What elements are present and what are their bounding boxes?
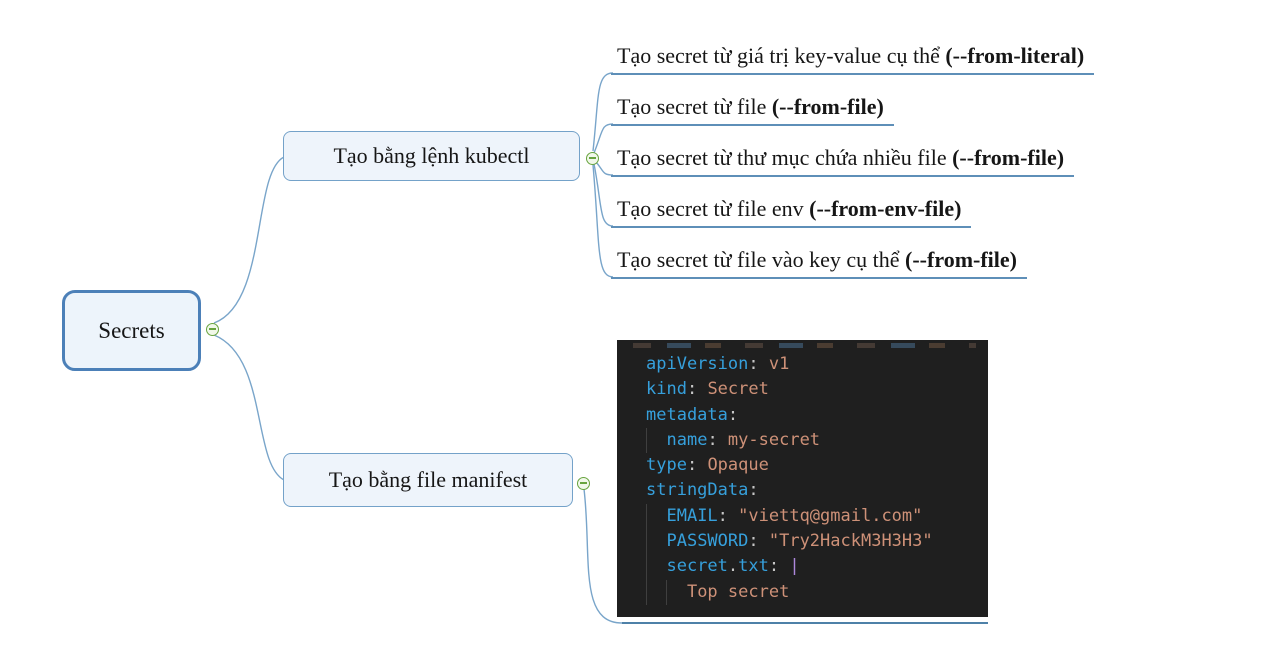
edge-kubectl-to-leaf3 xyxy=(595,161,614,176)
code-token-punc: : xyxy=(748,354,759,374)
code-token-val: v1 xyxy=(758,354,790,374)
minus-glyph xyxy=(208,328,216,330)
code-token-punc: : xyxy=(717,505,728,526)
subtopic-label: Tạo secret từ file vào key cụ thể xyxy=(617,247,906,272)
code-line: EMAIL: "viettq@gmail.com" xyxy=(617,503,988,530)
code-token-val: my-secret xyxy=(717,429,821,450)
minus-glyph xyxy=(588,157,596,159)
edge-kubectl-to-leaf2 xyxy=(593,123,614,154)
subtopic[interactable]: Tạo secret từ file (--from-file) xyxy=(611,92,894,126)
code-token-key: txt xyxy=(738,556,769,577)
code-token-val: Opaque xyxy=(697,455,769,476)
code-line: apiVersion: v1 xyxy=(617,352,988,377)
root-topic[interactable]: Secrets xyxy=(62,290,201,371)
code-token-key: secret xyxy=(666,556,728,577)
edge-root-to-kubectl xyxy=(213,156,285,324)
edge-kubectl-to-leaf1 xyxy=(592,72,614,152)
indent-guide xyxy=(646,427,647,454)
code-line: type: Opaque xyxy=(617,453,988,478)
code-token-plain xyxy=(646,506,666,526)
code-token-punc: : xyxy=(768,556,780,577)
edge-kubectl-to-leaf4 xyxy=(593,163,614,227)
subtopic-flag: (--from-file) xyxy=(952,145,1065,170)
code-token-key: type xyxy=(646,455,687,476)
code-token-plain xyxy=(646,531,666,551)
subtopic-label: Tạo secret từ thư mục chứa nhiều file xyxy=(617,145,953,170)
subtopic[interactable]: Tạo secret từ thư mục chứa nhiều file (-… xyxy=(611,143,1075,177)
code-token-punc: : xyxy=(748,480,759,501)
subtopic-label: Tạo secret từ file env xyxy=(617,196,810,221)
indent-guide xyxy=(666,579,668,605)
clipped-code-line xyxy=(633,343,976,348)
collapse-minus-icon-kubectl[interactable] xyxy=(585,151,599,165)
code-token-punc: : xyxy=(686,379,698,400)
edge-manifest-to-code xyxy=(583,488,623,624)
indent-guide xyxy=(646,503,647,530)
code-line: stringData: xyxy=(617,478,988,503)
topic-kubectl[interactable]: Tạo bằng lệnh kubectl xyxy=(283,131,580,181)
code-token-punc: : xyxy=(707,429,718,450)
subtopic-flag: (--from-env-file) xyxy=(809,196,962,221)
code-token-key: EMAIL xyxy=(666,505,718,526)
indent-guide xyxy=(646,529,647,555)
code-line: secret.txt: | xyxy=(617,554,988,580)
indent-guide xyxy=(646,554,647,580)
code-token-punc: . xyxy=(727,556,739,577)
subtopic[interactable]: Tạo secret từ giá trị key-value cụ thể (… xyxy=(611,41,1095,75)
subtopic-flag: (--from-file) xyxy=(771,94,884,119)
code-token-pipe: | xyxy=(779,556,800,577)
edge-root-to-manifest xyxy=(213,334,285,481)
code-line: PASSWORD: "Try2HackM3H3H3" xyxy=(617,529,988,555)
code-token-punc: : xyxy=(748,531,759,552)
code-token-plain xyxy=(646,430,666,450)
code-token-key: kind xyxy=(646,379,687,400)
code-token-key: stringData xyxy=(646,480,749,501)
code-line: kind: Secret xyxy=(617,377,988,402)
code-token-key: apiVersion xyxy=(646,354,749,374)
root-topic-label: Secrets xyxy=(98,317,165,343)
code-line: metadata: xyxy=(617,403,988,428)
code-token-val: Secret xyxy=(697,379,769,400)
code-token-val: "viettq@gmail.com" xyxy=(727,505,923,526)
subtopic[interactable]: Tạo secret từ file env (--from-env-file) xyxy=(611,194,972,228)
subtopic-label: Tạo secret từ giá trị key-value cụ thể xyxy=(617,43,946,68)
minus-glyph xyxy=(579,482,587,484)
code-token-key: name xyxy=(666,429,708,450)
code-line: Top secret xyxy=(617,579,988,605)
indent-guide xyxy=(646,579,647,605)
code-token-key: PASSWORD xyxy=(666,531,749,552)
code-line: name: my-secret xyxy=(617,427,988,454)
subtopic-flag: (--from-file) xyxy=(905,247,1017,272)
collapse-minus-icon-root[interactable] xyxy=(205,322,219,336)
topic-manifest-label: Tạo bằng file manifest xyxy=(328,467,528,492)
code-token-plain xyxy=(646,556,666,576)
code-token-key: metadata xyxy=(646,404,728,425)
subtopic-label: Tạo secret từ file xyxy=(617,94,772,119)
collapse-minus-icon-manifest[interactable] xyxy=(576,476,590,490)
code-token-val: Top secret xyxy=(686,581,790,602)
code-token-punc: : xyxy=(686,455,698,476)
subtopic-flag: (--from-literal) xyxy=(945,43,1085,68)
subtopic[interactable]: Tạo secret từ file vào key cụ thể (--fro… xyxy=(611,245,1027,279)
edge-kubectl-to-leaf5 xyxy=(592,164,614,278)
code-token-punc: : xyxy=(727,404,739,425)
topic-manifest[interactable]: Tạo bằng file manifest xyxy=(283,453,573,507)
topic-kubectl-label: Tạo bằng lệnh kubectl xyxy=(333,143,530,168)
code-token-val: "Try2HackM3H3H3" xyxy=(758,531,933,552)
